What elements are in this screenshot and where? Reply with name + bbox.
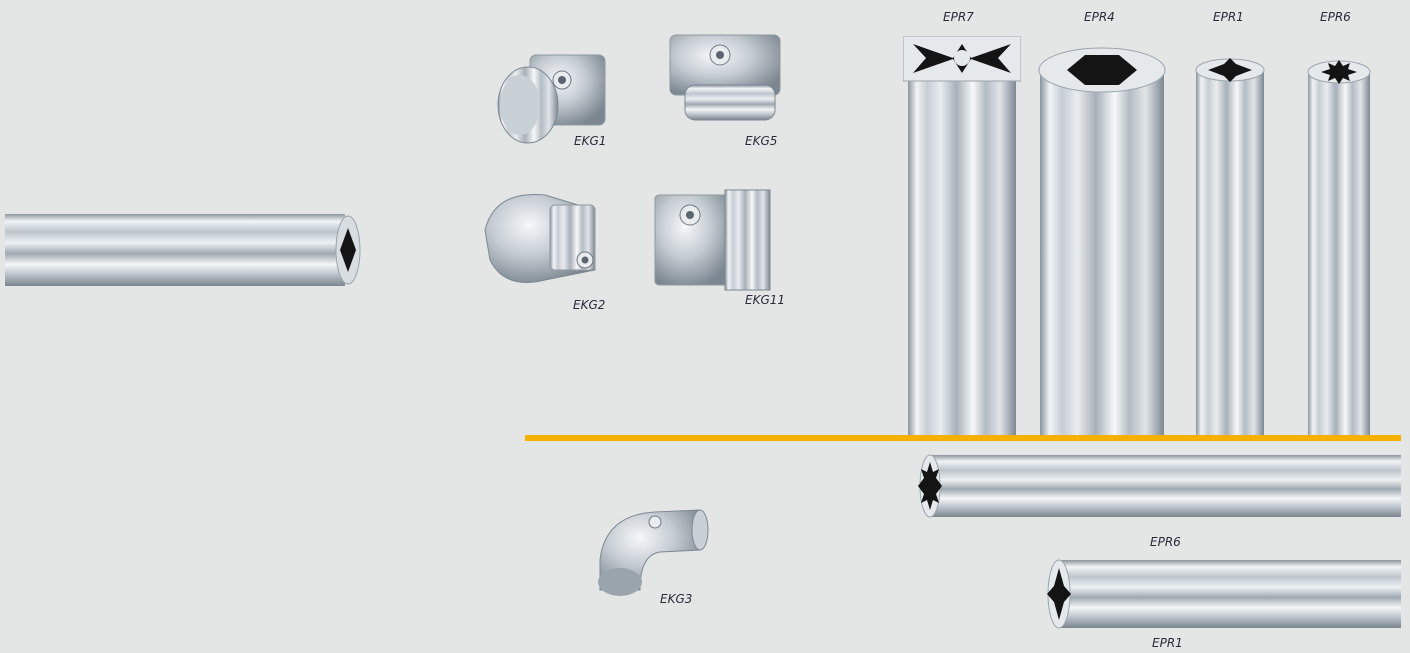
epr1-top-label: EPR1 [1213,10,1244,24]
ekg2-connector-image [475,180,615,295]
epr1-profile-image [1194,58,1266,436]
epr1-horizontal-profile-image [1045,558,1401,630]
ekg1-label: EKG1 [574,134,607,148]
tube-left-image [5,210,365,290]
ekg11-connector-image [650,185,780,295]
ekg11-label: EKG11 [745,293,786,307]
ekg3-label: EKG3 [660,592,693,606]
epr4-top-label: EPR4 [1084,10,1115,24]
epr6-profile-image [1306,60,1372,436]
epr7-profile-image [903,36,1021,436]
ekg5-connector-image [660,15,790,135]
epr6-bottom-label: EPR6 [1150,535,1181,549]
ekg5-label: EKG5 [745,134,778,148]
ekg1-connector-image [490,35,620,145]
epr1-bottom-label: EPR1 [1152,636,1183,650]
ekg3-elbow-image [585,500,725,600]
epr4-profile-image [1037,45,1167,435]
epr7-top-label: EPR7 [943,10,974,24]
epr6-top-label: EPR6 [1320,10,1351,24]
epr6-horizontal-profile-image [918,452,1401,520]
accent-divider [525,435,1401,441]
ekg2-label: EKG2 [573,298,606,312]
